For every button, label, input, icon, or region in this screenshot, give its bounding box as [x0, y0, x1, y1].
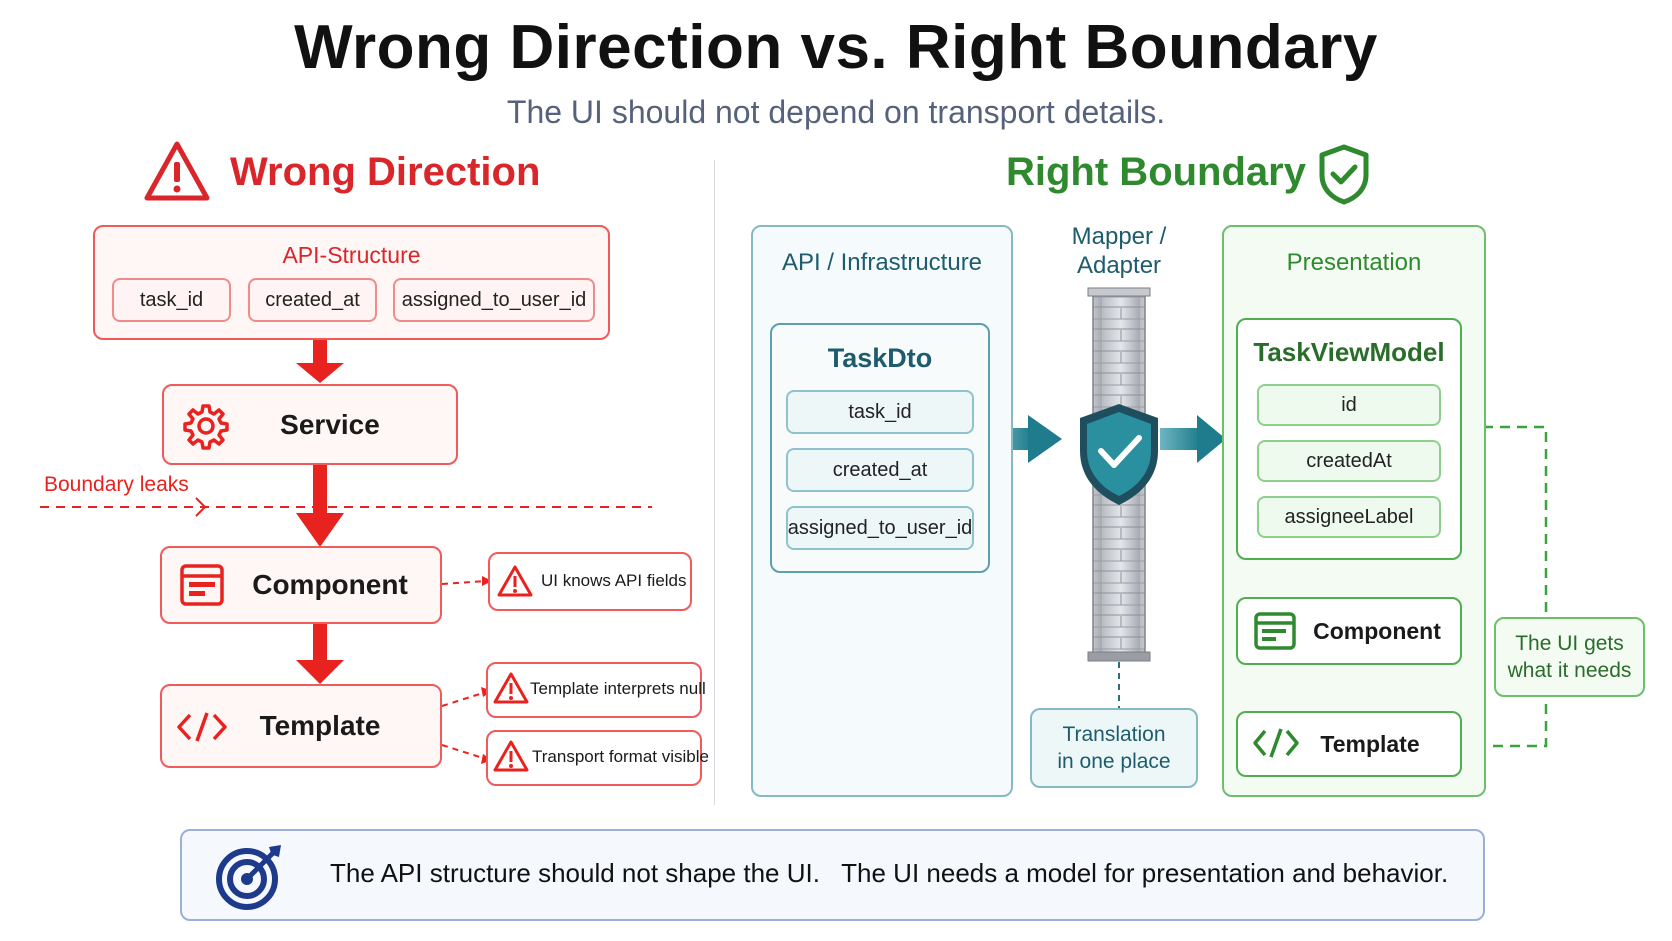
presentation-template-node [1236, 711, 1462, 777]
api-field-chip: assigned_to_user_id [393, 278, 595, 322]
taskviewmodel-title: TaskViewModel [1253, 337, 1445, 367]
boundary-leak-chevron [195, 497, 207, 517]
warning-triangle-icon [492, 739, 530, 778]
teal-arrow-mapper-presentation [1160, 415, 1226, 463]
mapper-title-line: Adapter [1076, 252, 1162, 279]
shield-check-icon [1318, 143, 1370, 210]
footer-banner [180, 829, 1485, 921]
ui-needs-note-line: what it needs [1507, 659, 1632, 682]
code-icon [1252, 727, 1300, 764]
target-icon [213, 841, 289, 916]
dto-field-chip: created_at [786, 448, 974, 492]
service-label: Service [280, 408, 380, 440]
wrong-direction-heading: Wrong Direction [230, 150, 541, 194]
footer-text: The API structure should not shape the U… [330, 858, 1449, 888]
window-icon [1254, 612, 1296, 655]
dto-field-chip: assigned_to_user_id [786, 506, 974, 550]
api-field-chip: created_at [248, 278, 377, 322]
warning-text: Transport format visible [532, 747, 709, 766]
page-subtitle: The UI should not depend on transport de… [506, 94, 1166, 130]
presentation-component-node [1236, 597, 1462, 665]
column-divider [714, 160, 715, 805]
warning-triangle-icon [496, 564, 534, 603]
api-structure-title: API-Structure [282, 242, 421, 268]
translation-note [1030, 708, 1198, 788]
warning-triangle-icon [143, 140, 211, 207]
taskdto-title: TaskDto [827, 343, 933, 373]
presentation-title: Presentation [1286, 249, 1422, 276]
viewmodel-field-chip: id [1257, 384, 1441, 426]
api-field-chip: task_id [112, 278, 231, 322]
mapper-title-line: Mapper / [1071, 223, 1167, 250]
red-arrow-api-service [296, 340, 344, 383]
code-icon [176, 710, 228, 749]
template-label: Template [259, 710, 381, 741]
viewmodel-field-chip: createdAt [1257, 440, 1441, 482]
template-node [160, 684, 442, 768]
ui-needs-note-line: The UI gets [1515, 632, 1624, 655]
mapper-shield-icon [1080, 404, 1158, 505]
gear-icon [182, 402, 230, 455]
presentation-component-label: Component [1313, 617, 1441, 644]
boundary-leak-label: Boundary leaks [44, 473, 189, 496]
red-arrow-service-component [296, 465, 344, 547]
page-title: Wrong Direction vs. Right Boundary [294, 13, 1378, 82]
warning-connectors [441, 580, 487, 760]
warning-callout [486, 662, 702, 718]
dto-field-chip: task_id [786, 390, 974, 434]
red-arrow-component-template [296, 623, 344, 684]
component-label: Component [252, 569, 408, 600]
translation-note-text: Translation in one place [1030, 721, 1198, 775]
warning-text: Template interprets null [530, 679, 706, 698]
translation-note-line: Translation [1062, 723, 1166, 746]
api-infrastructure-title: API / Infrastructure [781, 249, 983, 276]
presentation-template-label: Template [1320, 730, 1420, 757]
ui-needs-note-text: The UI gets what it needs [1494, 630, 1645, 684]
warning-triangle-icon [492, 671, 530, 710]
warning-callout [486, 730, 702, 786]
right-boundary-heading: Right Boundary [1006, 150, 1306, 194]
warning-text: UI knows API fields [541, 571, 687, 590]
window-icon [180, 564, 224, 611]
ui-needs-bracket [1466, 425, 1548, 748]
viewmodel-field-chip: assigneeLabel [1257, 496, 1441, 538]
mapper-title: Mapper / Adapter [1054, 222, 1184, 280]
ui-needs-note [1494, 617, 1645, 697]
translation-note-line: in one place [1057, 750, 1171, 773]
